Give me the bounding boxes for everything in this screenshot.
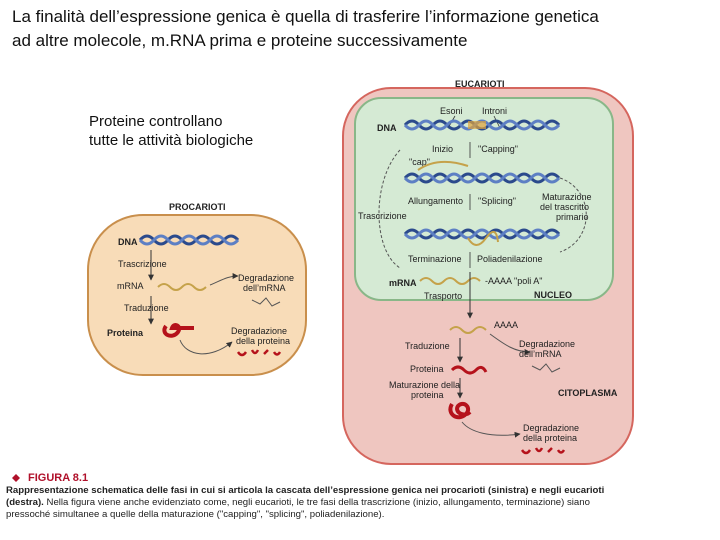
- intron-label: Introni: [482, 106, 507, 116]
- prok-dna-helix: [138, 234, 240, 246]
- page-title-line-1: La finalità dell’espressione genica è qu…: [12, 7, 599, 26]
- euk-protein-label: Proteina: [410, 364, 444, 374]
- prok-mrna-degradation-line-2: dell’mRNA: [243, 283, 286, 293]
- prok-dna-label: DNA: [118, 237, 138, 247]
- euk-mrna-degradation-line-1: Degradazione: [519, 339, 575, 349]
- prok-mrna-degradation-line-1: Degradazione: [238, 273, 294, 283]
- termination-label: Terminazione: [408, 254, 462, 264]
- caption-figure-number-row: FIGURA 8.1: [6, 472, 610, 485]
- aaaa-label: AAAA: [494, 320, 518, 330]
- prok-protein-degradation-line-2: della proteina: [236, 336, 290, 346]
- caption-bold-text: Rappresentazione schematica delle fasi i…: [6, 485, 605, 508]
- prokaryote-cell: [87, 214, 307, 376]
- euk-protein-chain: [450, 365, 488, 375]
- note-line-2: tutte le attività biologiche: [89, 132, 254, 149]
- euk-protein-degradation-line-2: della proteina: [523, 433, 577, 443]
- prokaryote-title: PROCARIOTI: [169, 202, 226, 212]
- caption-body-text: Nella figura viene anche evidenziato com…: [6, 497, 590, 520]
- euk-protein-fragments: [520, 447, 566, 455]
- note: Proteine controllano tutte le attività b…: [89, 112, 253, 150]
- prok-degraded-mrna: [251, 297, 281, 307]
- prok-transcription-label: Trascrizione: [118, 259, 167, 269]
- maturation-line-2: del trascritto: [540, 202, 589, 212]
- protein-maturation-line-2: proteina: [411, 390, 444, 400]
- caption-figure-number: FIGURA 8.1: [28, 472, 89, 484]
- start-label: Inizio: [432, 144, 453, 154]
- euk-mrna-strand: [419, 277, 481, 285]
- capping-label: "Capping": [478, 144, 518, 154]
- polyadenylation-label: Poliadenilazione: [477, 254, 543, 264]
- prok-protein-fragments: [236, 349, 282, 357]
- euk-mrna-degradation-line-2: dell’mRNA: [519, 349, 562, 359]
- euk-dna-helix-bottom: [403, 228, 561, 240]
- cap-label: "cap": [409, 157, 430, 167]
- nucleus-label: NUCLEO: [534, 290, 572, 300]
- maturation-line-1: Maturazione: [542, 192, 592, 202]
- euk-dna-helix-middle: [403, 172, 561, 184]
- caption-bullet-icon: [12, 474, 20, 482]
- prok-translation-label: Traduzione: [124, 303, 169, 313]
- prok-protein-chain: [162, 323, 194, 338]
- prok-mrna-label: mRNA: [117, 281, 144, 291]
- prok-protein-degradation-line-1: Degradazione: [231, 326, 287, 336]
- page-title-line-2: ad altre molecole, m.RNA prima e protein…: [12, 31, 468, 50]
- figure-caption: FIGURA 8.1 Rappresentazione schematica d…: [6, 472, 610, 521]
- exon-label: Esoni: [440, 106, 463, 116]
- protein-maturation-line-1: Maturazione della: [389, 380, 460, 390]
- prok-protein-label: Proteina: [107, 328, 144, 338]
- eukaryote-title: EUCARIOTI: [455, 79, 505, 89]
- euk-protein-degradation-line-1: Degradazione: [523, 423, 579, 433]
- polya-label: -AAAA "poli A": [485, 276, 542, 286]
- euk-dna-label: DNA: [377, 123, 397, 133]
- euk-transcription-label: Trascrizione: [358, 211, 407, 221]
- caption-text: Rappresentazione schematica delle fasi i…: [6, 485, 610, 521]
- splicing-label: "Splicing": [478, 196, 516, 206]
- note-line-1: Proteine controllano: [89, 113, 223, 130]
- transport-label: Trasporto: [424, 291, 462, 301]
- elongation-label: Allungamento: [408, 196, 463, 206]
- euk-folded-protein: [448, 401, 472, 420]
- maturation-line-3: primario: [556, 212, 589, 222]
- euk-degraded-mrna: [531, 363, 561, 373]
- nucleus: [354, 97, 614, 301]
- cytoplasm-label: CITOPLASMA: [558, 388, 618, 398]
- prok-mrna-strand: [157, 283, 207, 291]
- euk-translation-label: Traduzione: [405, 341, 450, 351]
- euk-mrna-label: mRNA: [389, 278, 417, 288]
